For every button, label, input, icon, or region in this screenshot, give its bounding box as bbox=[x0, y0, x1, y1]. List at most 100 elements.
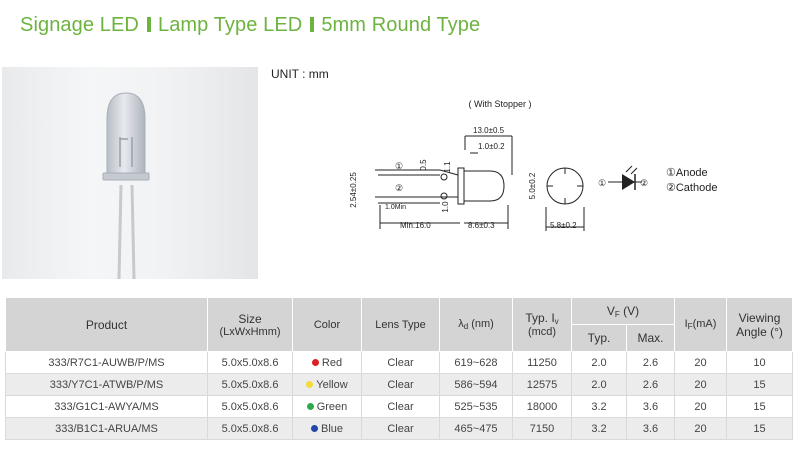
cell-product: 333/Y7C1-ATWB/P/MS bbox=[5, 373, 208, 396]
unit-label: UNIT : mm bbox=[271, 67, 329, 81]
led-side-outline bbox=[463, 170, 505, 202]
dimension-drawing: ( With Stopper ) 13.0±0.5 1.0±0.2 2.54±0… bbox=[349, 99, 585, 231]
cell-size: 5.0x5.0x8.6 bbox=[207, 351, 293, 374]
led-dome bbox=[106, 92, 146, 178]
dim-flange: 1.0±0.2 bbox=[478, 142, 505, 151]
pin2-marker: ② bbox=[395, 183, 403, 193]
cell-vf-typ: 2.0 bbox=[571, 373, 627, 396]
color-label: Red bbox=[321, 356, 343, 369]
cell-angle: 10 bbox=[726, 351, 793, 374]
color-dot bbox=[306, 402, 314, 410]
anode-label: ①Anode bbox=[666, 167, 708, 179]
cell-lens: Clear bbox=[361, 417, 440, 440]
vf-label: V bbox=[606, 303, 615, 318]
cell-if: 20 bbox=[674, 395, 727, 418]
col-header-if: IF(mA) bbox=[674, 297, 727, 352]
table-row: 333/G1C1-AWYA/MS 5.0x5.0x8.6 Green Clear… bbox=[5, 395, 793, 418]
col-header-color: Color bbox=[292, 297, 362, 352]
color-dot bbox=[311, 358, 319, 366]
cell-if: 20 bbox=[674, 373, 727, 396]
lambda-sub: d bbox=[463, 322, 469, 331]
color-label: Green bbox=[316, 400, 348, 413]
col-header-product: Product bbox=[5, 297, 208, 352]
col-header-lens-type: Lens Type bbox=[361, 297, 440, 352]
typ-iv-sub: v bbox=[554, 317, 559, 326]
viewing-header-line1: Viewing bbox=[738, 310, 781, 325]
cell-product: 333/B1C1-ARUA/MS bbox=[5, 417, 208, 440]
cell-color: Yellow bbox=[292, 373, 362, 396]
cell-color: Red bbox=[292, 351, 362, 374]
led-lead-left bbox=[117, 184, 123, 280]
cell-size: 5.0x5.0x8.6 bbox=[207, 395, 293, 418]
breadcrumb-separator bbox=[310, 17, 315, 32]
cell-vf-typ: 3.2 bbox=[571, 395, 627, 418]
cell-color: Blue bbox=[292, 417, 362, 440]
led-lamp-image bbox=[102, 92, 150, 280]
vf-sub: F bbox=[614, 309, 620, 319]
cell-angle: 15 bbox=[726, 373, 793, 396]
if-label: I bbox=[684, 318, 688, 330]
if-sub: F bbox=[687, 322, 693, 331]
spec-table: Product Size(LxWxHmm) Color Lens Type λd… bbox=[5, 297, 793, 440]
dim-body-length: 8.6±0.3 bbox=[468, 221, 495, 230]
cell-lens: Clear bbox=[361, 351, 440, 374]
cell-vf-typ: 3.2 bbox=[571, 417, 627, 440]
col-header-vf: VF (V) bbox=[571, 297, 675, 325]
cell-vf-max: 3.6 bbox=[626, 417, 675, 440]
size-header-line1: Size bbox=[238, 311, 262, 326]
cell-iv: 12575 bbox=[512, 373, 572, 396]
dim-lead: 0.5 bbox=[419, 159, 428, 171]
dim-stopper1: 1.1 bbox=[443, 161, 452, 173]
breadcrumb-separator bbox=[146, 17, 151, 32]
cell-iv: 18000 bbox=[512, 395, 572, 418]
dim-min-lead: Min.16.0 bbox=[400, 221, 431, 230]
col-header-vf-typ: Typ. bbox=[571, 324, 627, 352]
led-die bbox=[119, 137, 133, 167]
color-dot bbox=[310, 424, 318, 432]
breadcrumb-signage-led: Signage LED bbox=[20, 14, 139, 36]
cell-lens: Clear bbox=[361, 395, 440, 418]
dim-base-diameter: 5.8±0.2 bbox=[550, 221, 577, 230]
dim-lead-spacing: 2.54±0.25 bbox=[349, 172, 358, 208]
dim-total: 13.0±0.5 bbox=[473, 126, 505, 135]
led-product-photo bbox=[2, 67, 258, 280]
cell-size: 5.0x5.0x8.6 bbox=[207, 373, 293, 396]
cell-product: 333/R7C1-AUWB/P/MS bbox=[5, 351, 208, 374]
schematic-pin1: ① bbox=[598, 178, 606, 188]
stopper-label: ( With Stopper ) bbox=[468, 99, 531, 109]
cell-iv: 11250 bbox=[512, 351, 572, 374]
cell-vf-max: 3.6 bbox=[626, 395, 675, 418]
typ-iv-label: Typ. I bbox=[525, 311, 555, 325]
color-label: Blue bbox=[320, 422, 344, 435]
cell-iv: 7150 bbox=[512, 417, 572, 440]
cell-wavelength: 619~628 bbox=[439, 351, 513, 374]
cell-wavelength: 465~475 bbox=[439, 417, 513, 440]
size-header-line2: (LxWxHmm) bbox=[219, 325, 281, 338]
cell-if: 20 bbox=[674, 417, 727, 440]
cathode-label: ②Cathode bbox=[666, 182, 717, 194]
lambda-symbol: λ bbox=[458, 318, 464, 330]
cell-vf-max: 2.6 bbox=[626, 373, 675, 396]
cell-color: Green bbox=[292, 395, 362, 418]
col-header-vf-max: Max. bbox=[626, 324, 675, 352]
table-row: 333/R7C1-AUWB/P/MS 5.0x5.0x8.6 Red Clear… bbox=[5, 351, 793, 374]
cell-vf-typ: 2.0 bbox=[571, 351, 627, 374]
cell-angle: 15 bbox=[726, 395, 793, 418]
if-unit: (mA) bbox=[692, 318, 717, 330]
breadcrumb-5mm-round: 5mm Round Type bbox=[321, 14, 481, 36]
dim-min: 1.0Min bbox=[385, 204, 406, 211]
cell-if: 20 bbox=[674, 351, 727, 374]
dim-body-diameter: 5.0±0.2 bbox=[528, 172, 537, 199]
cell-wavelength: 525~535 bbox=[439, 395, 513, 418]
dim-stopper2: 1.0 bbox=[441, 201, 450, 213]
pin1-marker: ① bbox=[395, 161, 403, 171]
schematic-pin2: ② bbox=[640, 178, 648, 188]
cell-angle: 15 bbox=[726, 417, 793, 440]
cell-size: 5.0x5.0x8.6 bbox=[207, 417, 293, 440]
col-header-typ-iv: Typ. Iv(mcd) bbox=[512, 297, 572, 352]
cell-product: 333/G1C1-AWYA/MS bbox=[5, 395, 208, 418]
vf-unit: (V) bbox=[623, 303, 640, 318]
cell-lens: Clear bbox=[361, 373, 440, 396]
diode-symbol bbox=[622, 174, 635, 190]
